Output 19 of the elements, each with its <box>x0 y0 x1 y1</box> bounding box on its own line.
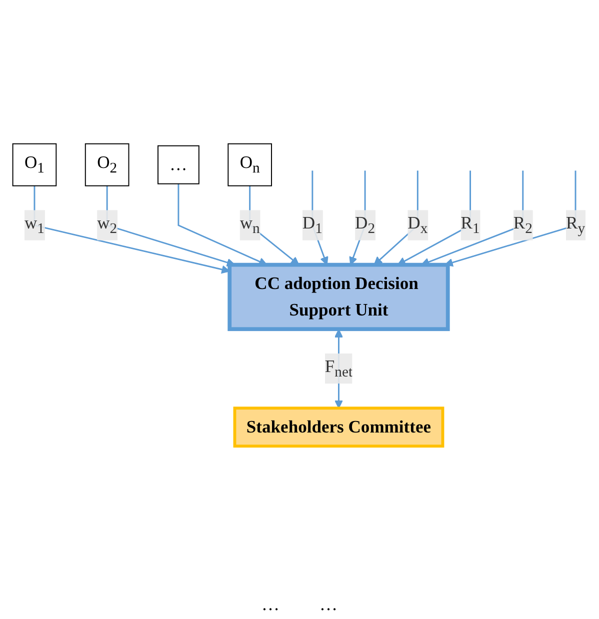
edge-label: D$_{x}$ <box>407 213 428 238</box>
edge-label: R$_{y}$ <box>566 213 585 238</box>
ellipsis-label: … <box>262 594 280 615</box>
node-box: O$_{1}$ <box>12 143 56 186</box>
node-box: O$_{2}$ <box>84 143 129 186</box>
edge-label: w$_{n}$ <box>239 213 260 238</box>
edge-label: F$_{net}$ <box>324 356 352 380</box>
edge-label: w$_{1}$ <box>24 213 44 238</box>
ellipsis-label: … <box>320 594 338 615</box>
node-box: CC adoption Decision Support Unit <box>227 262 450 332</box>
edge-label: D$_{2}$ <box>354 213 375 238</box>
edge-label: R$_{1}$ <box>460 213 480 238</box>
node-box: Stakeholders Committee <box>232 406 444 448</box>
arrow <box>33 186 230 274</box>
node-box: … <box>157 145 199 184</box>
edge-label: w$_{2}$ <box>96 213 117 238</box>
edge-label: D$_{1}$ <box>302 213 322 238</box>
edge-label: R$_{2}$ <box>512 213 532 238</box>
node-box: O$_{n}$ <box>227 143 272 186</box>
